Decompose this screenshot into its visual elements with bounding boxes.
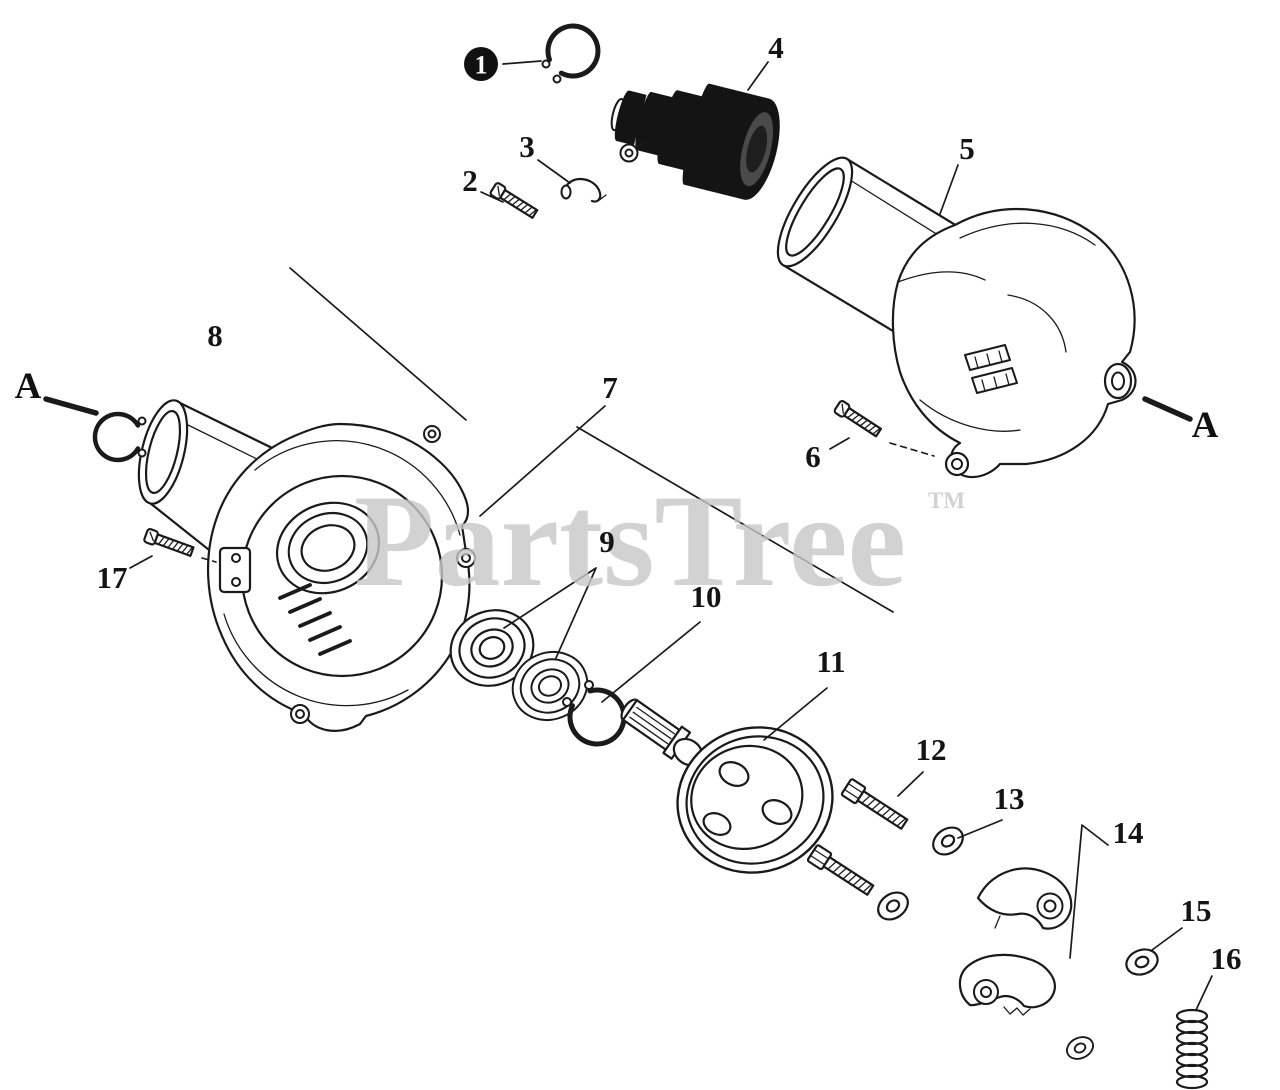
callout-1[interactable]: 1 [464, 47, 498, 81]
washers-part-13 [871, 820, 970, 927]
spring-part-16 [1175, 1008, 1209, 1090]
watermark-text: PartsTree [354, 467, 906, 614]
fan-case-right-part-5 [776, 156, 1137, 479]
svg-text:1[interactable]: 1 [475, 51, 488, 80]
callout-9[interactable]: 9 [599, 524, 615, 559]
callout-12[interactable]: 12 [916, 732, 947, 767]
callout-7[interactable]: 7 [602, 370, 618, 405]
callout-5[interactable]: 5 [959, 131, 975, 166]
retaining-ring-part-1 [541, 23, 601, 84]
screw-part-2 [488, 181, 540, 222]
washer-part-15 [1062, 944, 1163, 1064]
leader-lines [43, 60, 1213, 1011]
callout-16[interactable]: 16 [1211, 941, 1242, 976]
retaining-ring-part-10 [562, 680, 627, 747]
callout-13[interactable]: 13 [994, 781, 1025, 816]
callout-15[interactable]: 15 [1181, 893, 1212, 928]
callout-11[interactable]: 11 [816, 644, 845, 679]
callout-3[interactable]: 3 [519, 129, 535, 164]
retaining-ring-section-a [92, 411, 147, 463]
screw-part-6 [832, 398, 935, 457]
callout-14[interactable]: 14 [1113, 815, 1144, 850]
coupling-drum-part-4 [610, 83, 780, 200]
clutch-drum-part-11 [620, 698, 834, 874]
callout-2[interactable]: 2 [462, 163, 478, 198]
section-marker-a-right[interactable]: A [1192, 405, 1219, 446]
watermark-tm: TM [928, 488, 965, 513]
callout-10[interactable]: 10 [691, 579, 722, 614]
callout-8[interactable]: 8 [207, 318, 223, 353]
watermark: PartsTree TM [354, 467, 965, 614]
callout-17[interactable]: 17 [97, 560, 128, 595]
clamp-part-3 [560, 177, 607, 203]
section-marker-a-left[interactable]: A [15, 366, 42, 407]
callout-4[interactable]: 4 [768, 30, 784, 65]
callout-6[interactable]: 6 [805, 439, 821, 474]
clutch-shoes-part-14 [958, 867, 1073, 1016]
section-a-right-line [1142, 396, 1193, 422]
screw-part-17 [142, 527, 217, 563]
callouts: 1 2 3 4 5 6 7 8 9 10 11 12 13 14 15 16 1… [15, 30, 1242, 976]
clutch-housing-part-7-8 [137, 399, 476, 732]
section-a-left-line [43, 396, 99, 416]
